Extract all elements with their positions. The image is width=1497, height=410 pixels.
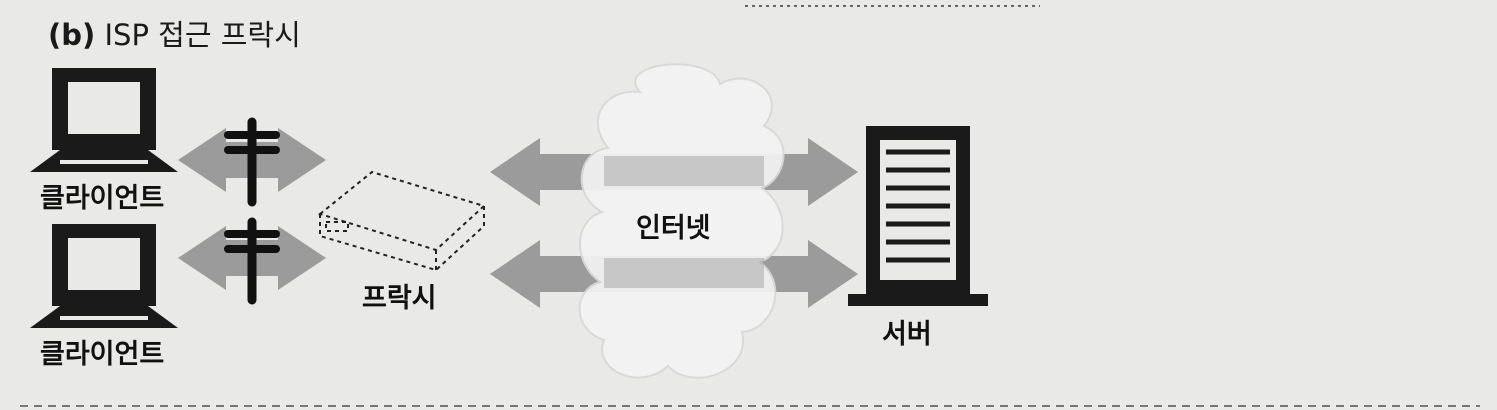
utility-pole-icon-bottom bbox=[224, 217, 280, 305]
proxy-box-icon bbox=[317, 170, 486, 272]
internet-cloud-icon bbox=[578, 63, 785, 379]
utility-pole-icon-top bbox=[224, 117, 280, 207]
internet-label: 인터넷 bbox=[636, 213, 711, 244]
caption-letter: (b) bbox=[48, 18, 96, 52]
proxy-label: 프락시 bbox=[362, 283, 437, 314]
computer-icon-top bbox=[30, 68, 178, 172]
server-icon bbox=[848, 126, 988, 306]
computer-icon-bottom bbox=[30, 224, 178, 328]
server-label: 서버 bbox=[882, 319, 932, 350]
figure-caption: (b) ISP 접근 프락시 bbox=[48, 12, 301, 54]
client-label-bottom: 클라이언트 bbox=[40, 339, 165, 370]
caption-text: ISP 접근 프락시 bbox=[104, 18, 301, 52]
client-label-top: 클라이언트 bbox=[40, 183, 165, 214]
